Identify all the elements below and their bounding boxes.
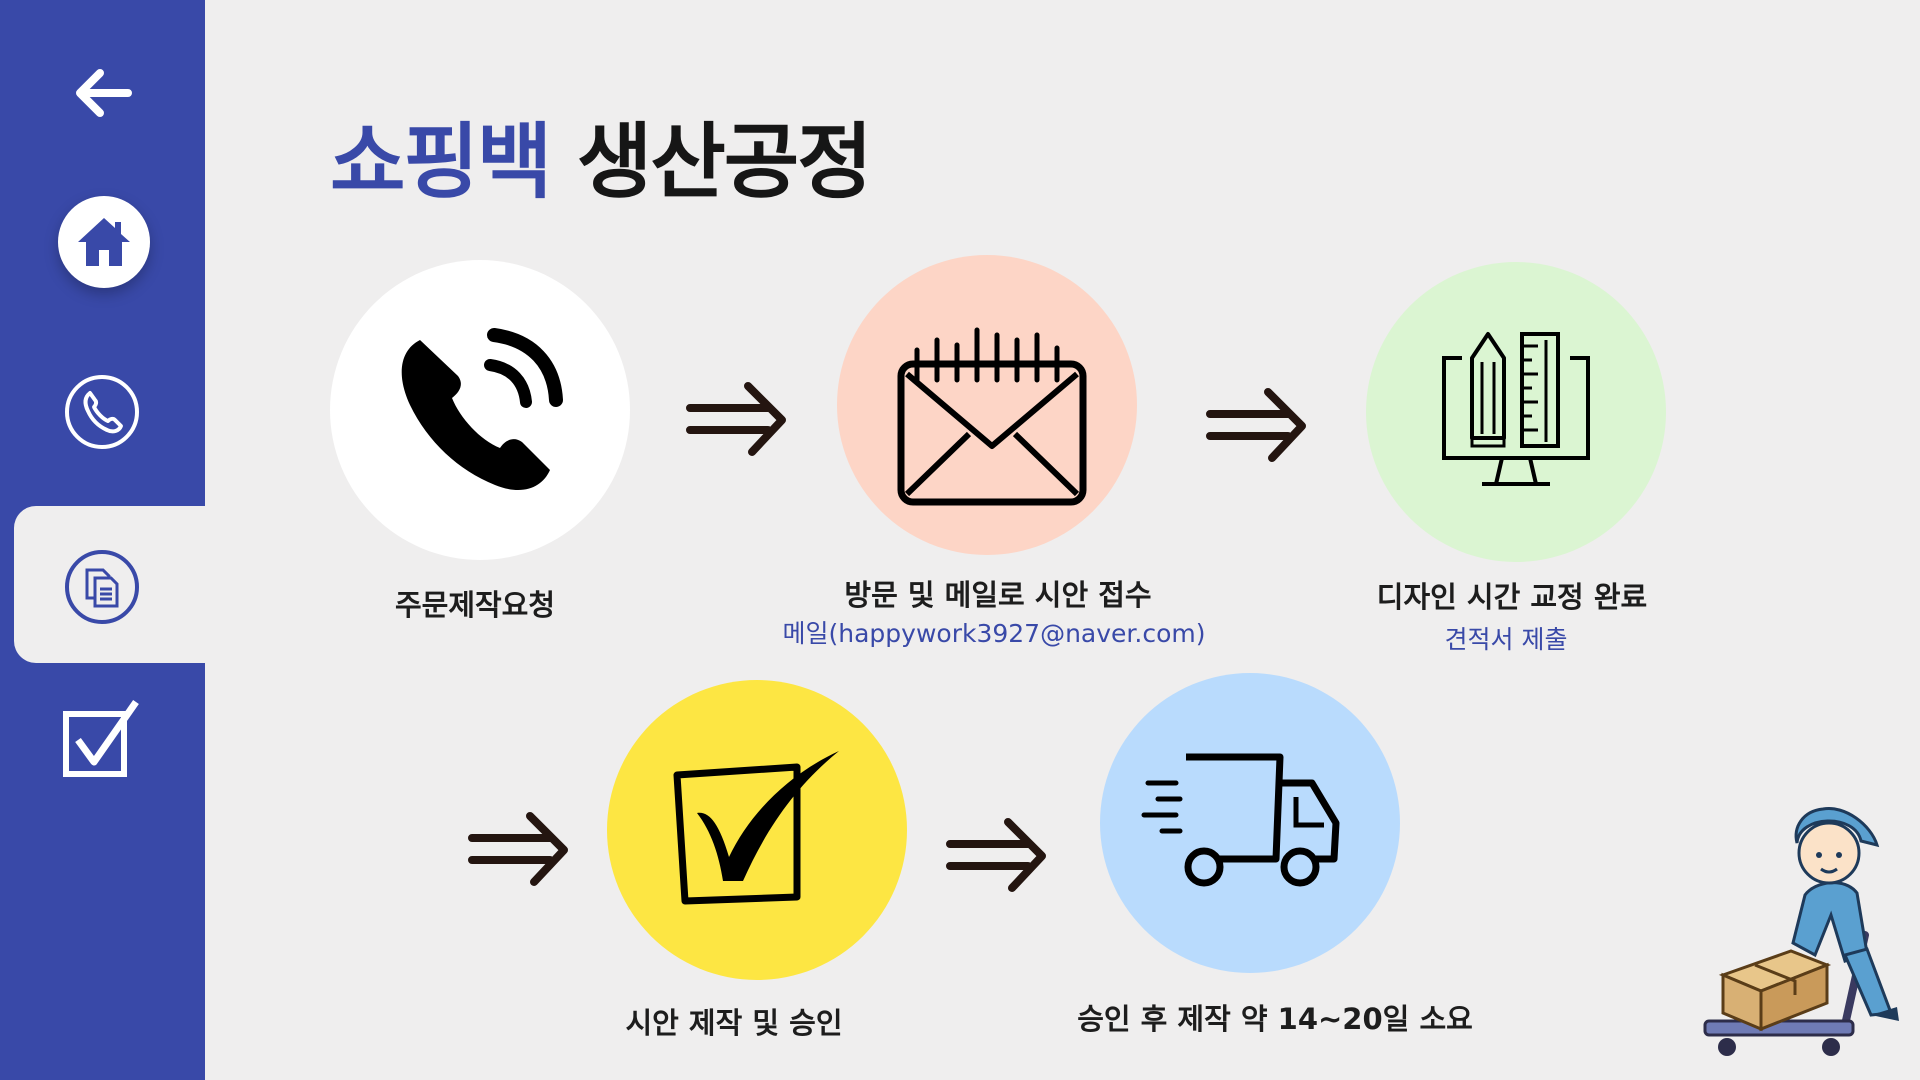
step-2-email: 메일(happywork3927@naver.com) [782,619,1206,648]
checkmark-icon [673,751,839,905]
step-1-label: 주문제작요청 [394,588,556,622]
home-button[interactable] [58,196,150,288]
step-3-circle [1366,262,1666,562]
envelope-icon [897,327,1087,506]
step-3-sub: 견적서 제출 [1444,625,1568,654]
home-icon [78,218,130,266]
step-5-circle [1100,673,1400,973]
design-monitor-icon [1442,332,1590,486]
step-2-circle [837,255,1137,555]
call-button[interactable] [62,372,142,452]
step-3-label: 디자인 시간 교정 완료 [1376,580,1648,614]
arrow-right-icon [686,382,786,456]
step-2-label: 방문 및 메일로 시안 접수 [844,578,1152,612]
step-4-circle [607,680,907,980]
step-5-label: 승인 후 제작 약 14~20일 소요 [1077,1002,1473,1036]
checkbox-icon [63,699,139,777]
back-button[interactable] [58,58,148,128]
sidebar [0,0,205,1080]
title-rest: 생산공정 [576,115,873,210]
step-1-circle [330,260,630,560]
delivery-truck-icon [1141,753,1340,887]
arrow-right-icon [468,812,568,886]
documents-button[interactable] [62,547,142,627]
arrow-left-icon [76,69,132,117]
phone-call-icon [401,328,563,491]
checklist-button[interactable] [60,696,146,782]
title-accent: 쇼핑백 [330,115,552,210]
delivery-worker-illustration [1703,807,1899,1056]
arrow-right-icon [1206,388,1306,462]
page-title: 쇼핑백 생산공정 [330,95,873,214]
phone-icon [65,375,139,449]
arrow-right-icon [946,818,1046,892]
step-4-label: 시안 제작 및 승인 [625,1006,843,1040]
documents-icon [65,550,139,624]
